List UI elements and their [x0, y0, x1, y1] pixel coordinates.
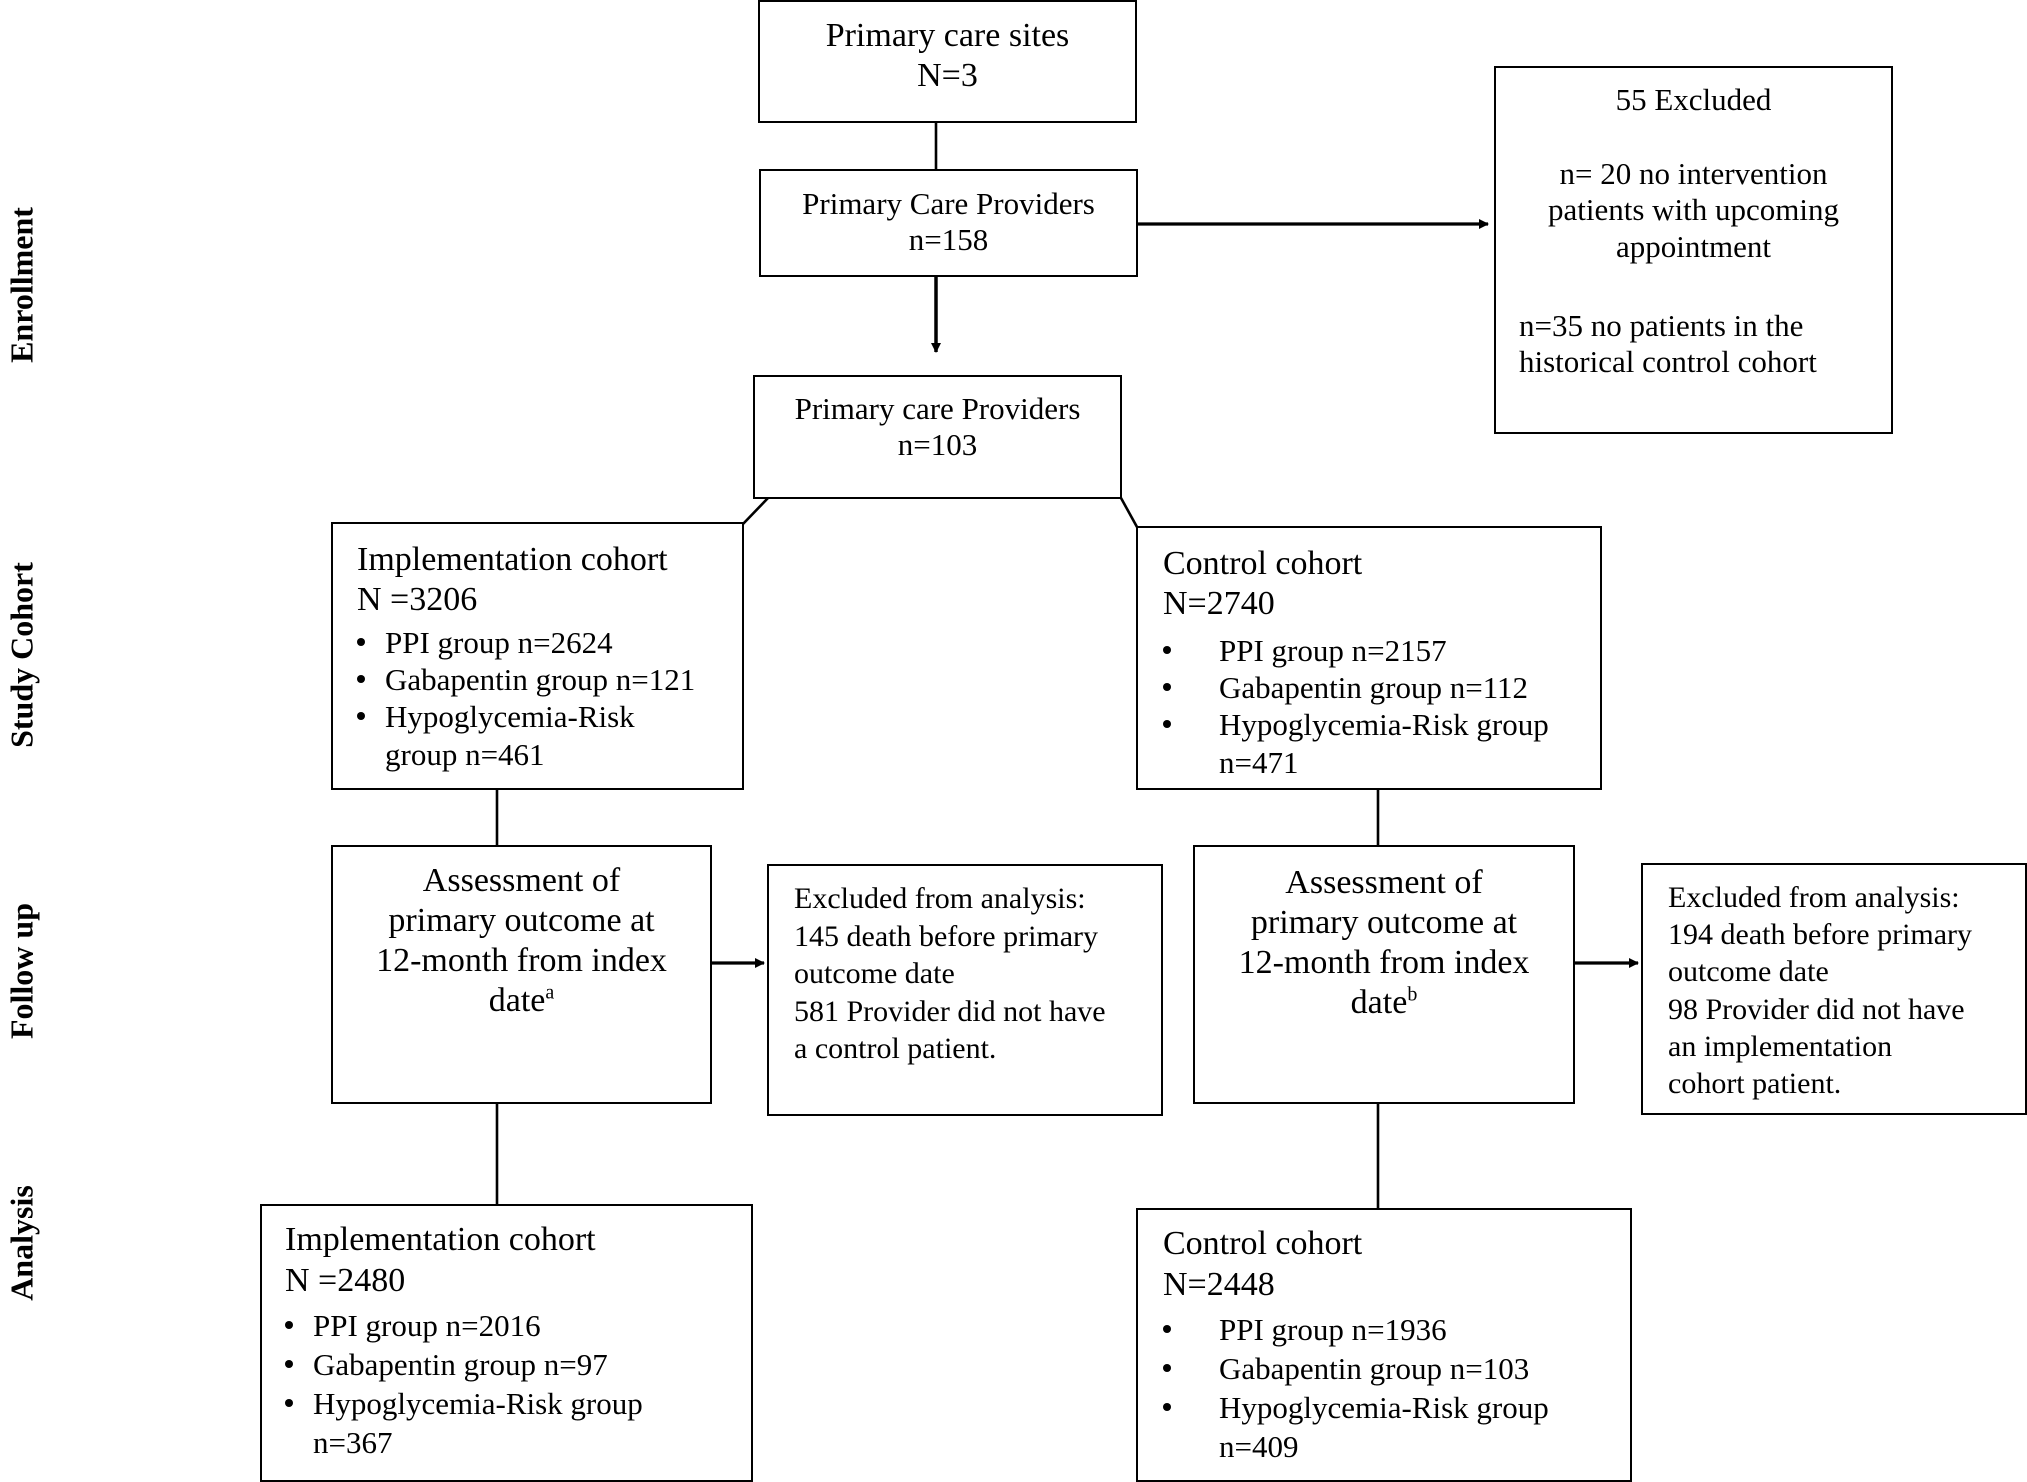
- excluded-title: 55 Excluded: [1615, 82, 1772, 117]
- control-cohort-item: Gabapentin group n=112: [1163, 669, 1549, 706]
- control-cohort-item-cont: n=471: [1219, 744, 1299, 780]
- excl-impl-line: a control patient.: [794, 1032, 997, 1065]
- impl-cohort-title: Implementation cohort: [357, 541, 668, 578]
- line-final-to-control: [1119, 497, 1139, 528]
- providers-box: Primary Care Providers n=158: [759, 169, 1138, 277]
- sites-box: Primary care sites N=3: [758, 0, 1137, 123]
- control-analysis-item: Gabapentin group n=103: [1163, 1349, 1549, 1388]
- providers-count: n=158: [908, 222, 989, 258]
- control-cohort-item: Hypoglycemia-Risk group: [1163, 706, 1549, 743]
- control-cohort-title: Control cohort: [1163, 545, 1363, 582]
- excl-control-line: Excluded from analysis:: [1668, 881, 1960, 914]
- excl-control-line: 98 Provider did not have: [1668, 992, 1965, 1026]
- excl-control-line: 194 death before primary: [1668, 918, 1973, 952]
- assess-impl-line: datea: [488, 982, 555, 1020]
- implementation-cohort-box: Implementation cohort N =3206 PPI group …: [331, 522, 744, 790]
- assess-impl-line: Assessment of: [422, 862, 621, 899]
- assess-impl-line: 12-month from index: [376, 942, 667, 980]
- side-label-study-cohort: Study Cohort: [3, 562, 40, 748]
- excl-control-line: an implementation: [1668, 1029, 1893, 1063]
- impl-cohort-n: N =3206: [357, 581, 478, 618]
- excluded-reason-1: n= 20 no intervention patients with upco…: [1547, 156, 1840, 264]
- control-analysis-item-cont: n=409: [1219, 1429, 1299, 1465]
- control-cohort-box: Control cohort N=2740 PPI group n=2157 G…: [1136, 526, 1602, 790]
- impl-analysis-n: N =2480: [285, 1262, 406, 1299]
- control-analysis-item: PPI group n=1936: [1163, 1310, 1549, 1349]
- control-cohort-n: N=2740: [1163, 585, 1275, 622]
- impl-analysis-item: Gabapentin group n=97: [285, 1345, 643, 1384]
- excl-impl-line: 581 Provider did not have: [794, 994, 1106, 1028]
- excluded-providers-box: 55 Excluded n= 20 no intervention patien…: [1494, 66, 1893, 434]
- excl-impl-line: Excluded from analysis:: [794, 882, 1086, 915]
- control-analysis-title: Control cohort: [1163, 1225, 1363, 1262]
- control-analysis-n: N=2448: [1163, 1266, 1275, 1303]
- providers-title: Primary Care Providers: [802, 186, 1095, 221]
- providers-final-box: Primary care Providers n=103: [753, 375, 1122, 499]
- excluded-impl-box: Excluded from analysis: 145 death before…: [767, 864, 1163, 1116]
- assess-control-line: Assessment of: [1285, 864, 1483, 901]
- impl-cohort-item: PPI group n=2624: [357, 624, 695, 661]
- side-label-enrollment: Enrollment: [3, 207, 40, 363]
- impl-analysis-item: PPI group n=2016: [285, 1306, 643, 1345]
- impl-cohort-item: Gabapentin group n=121: [357, 661, 695, 698]
- side-label-follow-up: Follow up: [3, 902, 40, 1040]
- line-final-to-impl: [742, 497, 769, 525]
- providers-final-title: Primary care Providers: [794, 391, 1081, 426]
- footnote-b: b: [1407, 984, 1418, 1006]
- excl-impl-line: 145 death before primary: [794, 919, 1099, 953]
- side-label-analysis: Analysis: [3, 1185, 40, 1301]
- excluded-reason-2: n=35 no patients in the historical contr…: [1519, 308, 1817, 380]
- assess-control-line: dateb: [1350, 984, 1418, 1022]
- excl-control-line: outcome date: [1668, 955, 1829, 989]
- assess-impl-line: primary outcome at: [388, 902, 655, 940]
- providers-final-count: n=103: [897, 427, 978, 463]
- control-analysis-item: Hypoglycemia-Risk group: [1163, 1388, 1549, 1427]
- assess-control-line: 12-month from index: [1238, 944, 1530, 982]
- excluded-control-box: Excluded from analysis: 194 death before…: [1641, 863, 2027, 1115]
- impl-analysis-item-cont: n=367: [313, 1425, 393, 1461]
- impl-analysis-box: Implementation cohort N =2480 PPI group …: [260, 1204, 753, 1482]
- impl-cohort-item: Hypoglycemia-Risk: [357, 698, 695, 735]
- impl-cohort-item-cont: group n=461: [385, 736, 545, 772]
- sites-title: Primary care sites: [825, 17, 1070, 54]
- sites-count: N=3: [917, 56, 978, 94]
- impl-analysis-title: Implementation cohort: [285, 1221, 596, 1258]
- assess-control-line: primary outcome at: [1250, 904, 1518, 942]
- impl-analysis-item: Hypoglycemia-Risk group: [285, 1384, 643, 1423]
- control-cohort-item: PPI group n=2157: [1163, 632, 1549, 669]
- excl-impl-line: outcome date: [794, 957, 955, 990]
- assessment-impl-box: Assessment of primary outcome at 12-mont…: [331, 845, 712, 1104]
- control-analysis-box: Control cohort N=2448 PPI group n=1936 G…: [1136, 1208, 1632, 1482]
- footnote-a: a: [545, 982, 555, 1004]
- excl-control-line: cohort patient.: [1668, 1066, 1842, 1100]
- assessment-control-box: Assessment of primary outcome at 12-mont…: [1193, 845, 1575, 1104]
